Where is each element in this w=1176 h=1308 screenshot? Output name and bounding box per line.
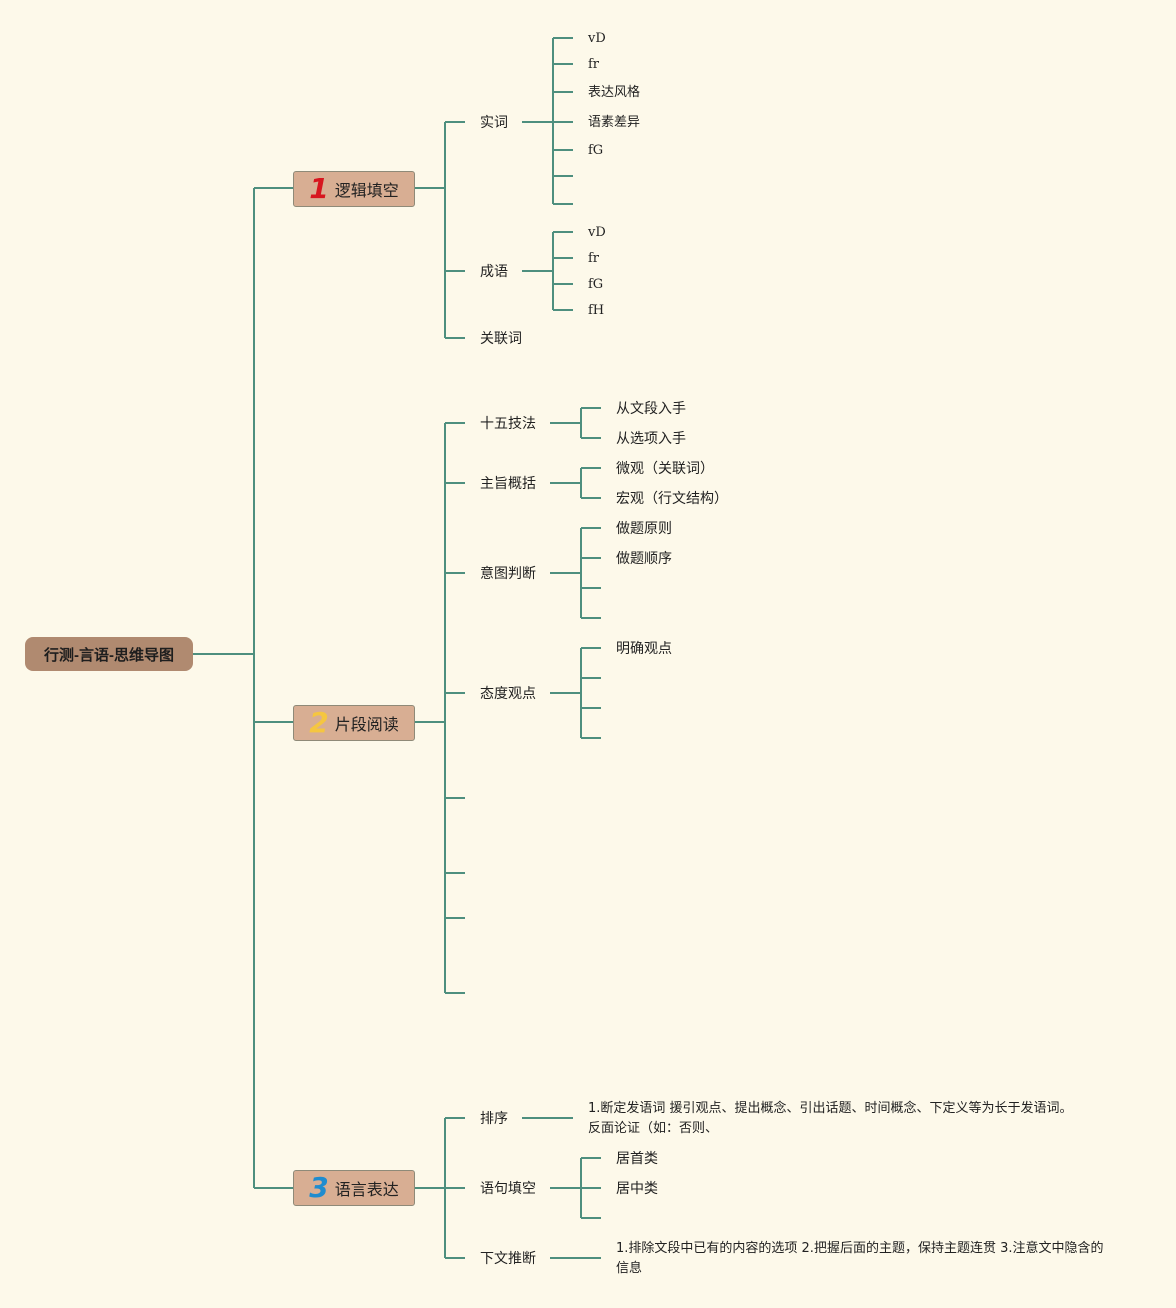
leaf-item[interactable]: 明确观点 <box>616 641 672 657</box>
subtopic-ordering[interactable]: 排序 <box>480 1111 508 1127</box>
section-language-expression[interactable]: 3 语言表达 <box>293 1170 415 1206</box>
subtopic-conjunctions[interactable]: 关联词 <box>480 331 522 347</box>
leaf-item[interactable]: 从选项入手 <box>616 431 686 447</box>
leaf-item[interactable]: fG <box>588 143 604 158</box>
leaf-item[interactable]: 从文段入手 <box>616 401 686 417</box>
leaf-item[interactable]: fr <box>588 57 600 72</box>
leaf-item[interactable]: 居中类 <box>616 1181 658 1197</box>
section-number-2: 2 <box>309 706 329 739</box>
subtopic-main-idea[interactable]: 主旨概括 <box>480 476 536 492</box>
leaf-item[interactable]: vD <box>588 31 606 46</box>
leaf-item[interactable]: vD <box>588 225 606 240</box>
subtopic-intent-judgment[interactable]: 意图判断 <box>480 566 536 582</box>
leaf-item[interactable]: 做题原则 <box>616 521 672 537</box>
section-number-3: 3 <box>309 1171 329 1204</box>
leaf-paragraph[interactable]: 1.排除文段中已有的内容的选项 2.把握后面的主题，保持主题连贯 3.注意文中隐… <box>616 1241 1104 1276</box>
leaf-item[interactable]: 做题顺序 <box>616 551 672 567</box>
leaf-item[interactable]: 宏观（行文结构） <box>616 491 728 507</box>
subtopic-sentence-fill[interactable]: 语句填空 <box>480 1181 536 1197</box>
root-node[interactable]: 行测-言语-思维导图 <box>25 637 193 671</box>
section-label: 逻辑填空 <box>334 181 399 200</box>
section-logic-fill[interactable]: 1 逻辑填空 <box>293 171 415 207</box>
leaf-item[interactable]: 表达风格 <box>588 85 641 100</box>
subtopic-attitude-view[interactable]: 态度观点 <box>480 686 536 702</box>
leaf-item[interactable]: fH <box>588 303 605 318</box>
subtopic-next-inference[interactable]: 下文推断 <box>480 1251 536 1267</box>
leaf-item[interactable]: 微观（关联词） <box>616 461 714 477</box>
section-number-1: 1 <box>309 172 329 205</box>
root-label: 行测-言语-思维导图 <box>44 646 174 664</box>
subtopic-idioms[interactable]: 成语 <box>480 264 508 280</box>
leaf-item[interactable]: 居首类 <box>616 1151 658 1167</box>
leaf-item[interactable]: 语素差异 <box>588 115 641 130</box>
section-passage-reading[interactable]: 2 片段阅读 <box>293 705 415 741</box>
subtopic-notional-words[interactable]: 实词 <box>480 115 508 131</box>
section-label: 语言表达 <box>334 1180 399 1199</box>
subtopic-fifteen-techniques[interactable]: 十五技法 <box>480 416 536 432</box>
leaf-paragraph[interactable]: 1.断定发语词 援引观点、提出概念、引出话题、时间概念、下定义等为长于发语词。 … <box>588 1101 1073 1136</box>
leaf-item[interactable]: fG <box>588 277 604 292</box>
section-label: 片段阅读 <box>334 715 399 734</box>
leaf-item[interactable]: fr <box>588 251 600 266</box>
